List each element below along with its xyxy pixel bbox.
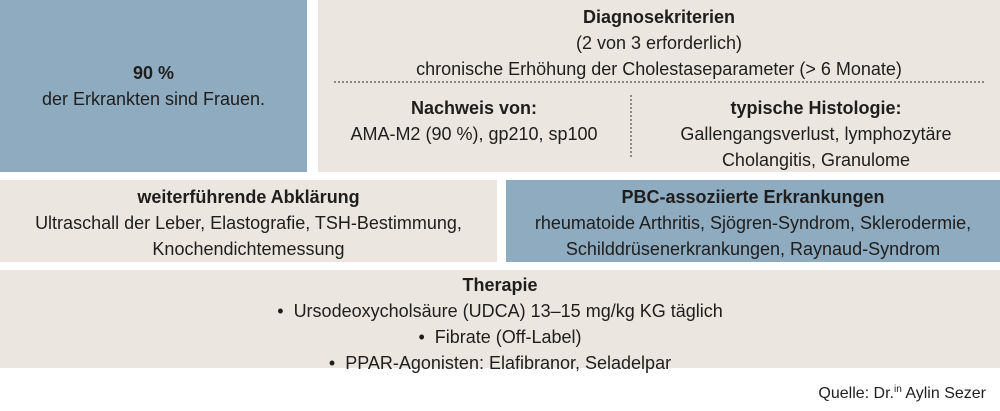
evidence-title: Nachweis von: bbox=[410, 98, 538, 118]
statistic-value: 90 % bbox=[132, 63, 175, 83]
diagnostic-criteria-title: Diagnosekriterien bbox=[582, 7, 736, 27]
further-workup-box: weiterführende Abklärung Ultraschall der… bbox=[0, 180, 497, 262]
histology-line: Gallengangsverlust, lymphozytäre bbox=[680, 124, 952, 144]
histology-column: typische Histologie: Gallengangsverlust,… bbox=[632, 95, 1000, 173]
dotted-divider-vertical bbox=[630, 95, 632, 157]
evidence-column: Nachweis von: AMA-M2 (90 %), gp210, sp10… bbox=[318, 95, 630, 147]
source-credit: Quelle: Dr.in Aylin Sezer bbox=[818, 379, 986, 405]
further-workup-line: Ultraschall der Leber, Elastografie, TSH… bbox=[35, 213, 462, 233]
pbc-associated-title: PBC-assoziierte Erkrankungen bbox=[621, 187, 885, 207]
source-superscript: in bbox=[894, 384, 902, 395]
source-name: Aylin Sezer bbox=[901, 385, 986, 402]
statistic-text: der Erkrankten sind Frauen. bbox=[41, 89, 266, 109]
therapy-title: Therapie bbox=[462, 275, 538, 295]
therapy-item: PPAR-Agonisten: Elafibranor, Seladelpar bbox=[0, 350, 1000, 376]
dotted-divider-horizontal bbox=[334, 81, 984, 83]
histology-title: typische Histologie: bbox=[730, 98, 902, 118]
further-workup-line: Knochendichtemessung bbox=[152, 239, 345, 259]
further-workup-title: weiterführende Abklärung bbox=[137, 187, 360, 207]
diagnostic-criterion-cholestasis: chronische Erhöhung der Cholestaseparame… bbox=[416, 59, 902, 79]
therapy-item: Ursodeoxycholsäure (UDCA) 13–15 mg/kg KG… bbox=[0, 298, 1000, 324]
diagnostic-criteria-subtitle: (2 von 3 erforderlich) bbox=[575, 33, 743, 53]
pbc-associated-line: rheumatoide Arthritis, Sjögren-Syndrom, … bbox=[534, 213, 972, 233]
statistic-box: 90 % der Erkrankten sind Frauen. bbox=[0, 0, 307, 172]
evidence-text: AMA-M2 (90 %), gp210, sp100 bbox=[350, 124, 598, 144]
pbc-associated-line: Schilddrüsenerkrankungen, Raynaud-Syndro… bbox=[565, 239, 941, 259]
therapy-box: Therapie Ursodeoxycholsäure (UDCA) 13–15… bbox=[0, 270, 1000, 373]
source-prefix: Quelle: Dr. bbox=[818, 385, 894, 402]
therapy-item: Fibrate (Off-Label) bbox=[0, 324, 1000, 350]
diagnostic-criteria-box: Diagnosekriterien (2 von 3 erforderlich)… bbox=[318, 0, 1000, 172]
histology-line: Cholangitis, Granulome bbox=[721, 150, 911, 170]
pbc-associated-diseases-box: PBC-assoziierte Erkrankungen rheumatoide… bbox=[506, 180, 1000, 262]
